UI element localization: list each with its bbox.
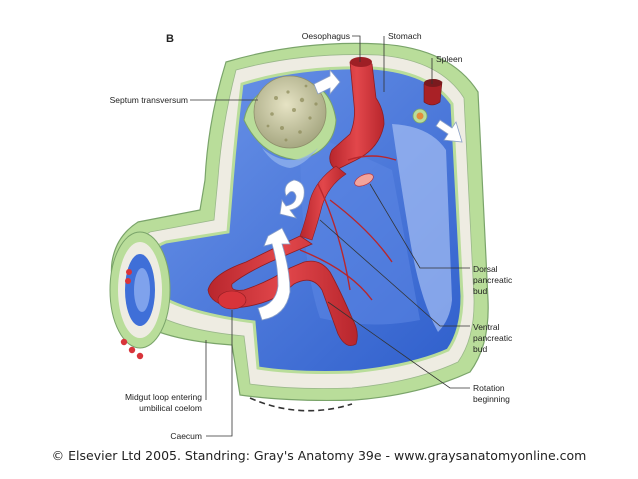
arrow-right-icon bbox=[435, 119, 463, 143]
label-midgut-loop-2: umbilical coelom bbox=[139, 403, 202, 413]
dorsal-pancreatic-bud bbox=[354, 173, 374, 187]
label-dorsal-pancreatic-bud-2: pancreatic bbox=[473, 275, 513, 285]
label-stomach: Stomach bbox=[388, 31, 422, 41]
leader-lines bbox=[190, 35, 470, 437]
label-ventral-pancreatic-bud-3: bud bbox=[473, 344, 487, 354]
rotation-arrow-large-icon bbox=[257, 227, 291, 321]
label-rotation-beginning-1: Rotation bbox=[473, 383, 505, 393]
label-spleen: Spleen bbox=[436, 54, 463, 64]
umbilical-opening bbox=[249, 397, 353, 412]
septum-transversum bbox=[243, 75, 337, 168]
stomach bbox=[329, 60, 385, 171]
label-caecum: Caecum bbox=[170, 431, 202, 441]
rotation-arrow-small-icon bbox=[279, 179, 305, 219]
label-ventral-pancreatic-bud-2: pancreatic bbox=[473, 333, 513, 343]
labels: Oesophagus Stomach Spleen Septum transve… bbox=[110, 31, 513, 441]
figure-caption: © Elsevier Ltd 2005. Standring: Gray's A… bbox=[52, 448, 587, 463]
arrow-up-icon bbox=[313, 68, 341, 96]
panel-letter: B bbox=[166, 33, 174, 45]
label-dorsal-pancreatic-bud-3: bud bbox=[473, 286, 487, 296]
label-rotation-beginning-2: beginning bbox=[473, 394, 510, 404]
cut-end-tube bbox=[109, 231, 171, 360]
rotation-arrows bbox=[257, 68, 463, 321]
label-dorsal-pancreatic-bud-1: Dorsal bbox=[473, 264, 498, 274]
spleen bbox=[412, 79, 443, 124]
label-midgut-loop-1: Midgut loop entering bbox=[125, 392, 202, 402]
label-septum-transversum: Septum transversum bbox=[110, 95, 188, 105]
caecum bbox=[217, 290, 247, 310]
label-ventral-pancreatic-bud-1: Ventral bbox=[473, 322, 500, 332]
label-oesophagus: Oesophagus bbox=[302, 31, 350, 41]
